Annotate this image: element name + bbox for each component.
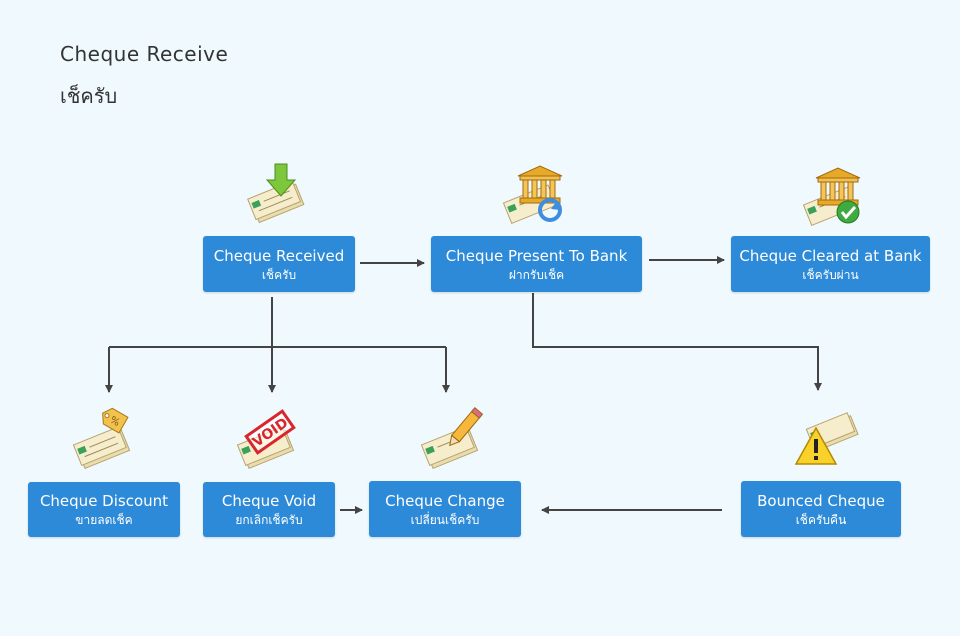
- node-cheque-received-label: Cheque Received: [213, 246, 345, 265]
- node-cheque-change-label: Cheque Change: [385, 491, 505, 510]
- node-cheque-void[interactable]: Cheque Void ยกเลิกเช็ครับ: [203, 482, 335, 537]
- node-bounced-cheque-label: Bounced Cheque: [757, 491, 885, 510]
- node-cheque-present-to-bank-thai-label: ฝากรับเช็ค: [508, 267, 565, 282]
- node-cheque-cleared-at-bank-label: Cheque Cleared at Bank: [739, 246, 922, 265]
- node-cheque-received-thai-label: เช็ครับ: [261, 267, 297, 282]
- node-cheque-cleared-at-bank[interactable]: Cheque Cleared at Bank เช็ครับผ่าน: [731, 236, 930, 292]
- node-cheque-received[interactable]: Cheque Received เช็ครับ: [203, 236, 355, 292]
- node-cheque-cleared-at-bank-thai-label: เช็ครับผ่าน: [802, 267, 859, 282]
- cheque-pencil-icon: [420, 407, 484, 469]
- cheque-warning-icon: [794, 412, 859, 465]
- node-cheque-change-thai-label: เปลี่ยนเช็ครับ: [410, 512, 480, 527]
- node-cheque-void-thai-label: ยกเลิกเช็ครับ: [235, 513, 303, 527]
- page-subtitle: เช็ครับ: [60, 84, 118, 108]
- cheque-bank-check-icon: [802, 167, 861, 227]
- cheque-void-stamp-icon: VOID: [236, 409, 296, 469]
- arrow-present-to-bounced: [532, 293, 822, 391]
- node-bounced-cheque-thai-label: เช็ครับคืน: [795, 512, 847, 527]
- page-title: Cheque Receive: [60, 42, 229, 66]
- node-cheque-present-to-bank[interactable]: Cheque Present To Bank ฝากรับเช็ค: [431, 236, 642, 292]
- cheque-price-tag-icon: %: [72, 407, 131, 469]
- cheque-download-icon: [247, 163, 305, 224]
- node-cheque-discount-label: Cheque Discount: [39, 492, 169, 510]
- node-cheque-discount[interactable]: Cheque Discount ขายลดเช็ค: [28, 482, 180, 537]
- node-cheque-change[interactable]: Cheque Change เปลี่ยนเช็ครับ: [369, 481, 521, 537]
- node-cheque-void-label: Cheque Void: [221, 492, 317, 510]
- cheque-bank-refresh-icon: [502, 165, 563, 225]
- node-cheque-discount-thai-label: ขายลดเช็ค: [75, 513, 133, 527]
- node-cheque-present-to-bank-label: Cheque Present To Bank: [445, 246, 628, 265]
- node-bounced-cheque[interactable]: Bounced Cheque เช็ครับคืน: [741, 481, 901, 537]
